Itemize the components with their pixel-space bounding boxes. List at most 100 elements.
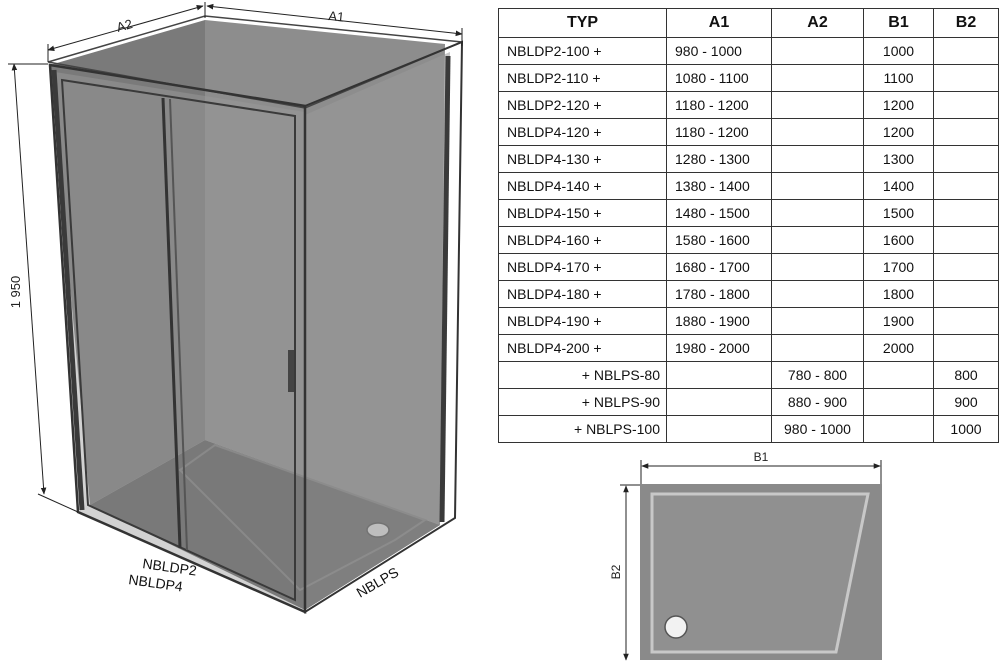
table-cell-a1: 1980 - 2000 xyxy=(666,334,772,362)
table-cell-a1: 1280 - 1300 xyxy=(666,145,772,173)
table-row: NBLDP2-120 +1180 - 1200 1200 xyxy=(498,91,999,119)
table-cell-b1: 2000 xyxy=(863,334,934,362)
table-cell-b1 xyxy=(863,415,934,443)
table-cell-b2 xyxy=(933,37,999,65)
table-cell-a2 xyxy=(771,226,864,254)
dim-a2-label: A2 xyxy=(115,16,134,35)
table-row: NBLDP4-140 +1380 - 1400 1400 xyxy=(498,172,999,200)
door-divider xyxy=(161,97,182,549)
table-cell-b1: 1400 xyxy=(863,172,934,200)
table-cell-typ: + NBLPS-80 xyxy=(498,361,667,389)
table-row: NBLDP2-100 +980 - 1000 1000 xyxy=(498,37,999,65)
left-wall xyxy=(50,20,205,505)
table-cell-typ: + NBLPS-90 xyxy=(498,388,667,416)
dim-b2-label: B2 xyxy=(609,564,623,579)
table-row: NBLDP2-110 +1080 - 1100 1100 xyxy=(498,64,999,92)
table-cell-typ: NBLDP4-200 + xyxy=(498,334,667,362)
table-cell-b2: 800 xyxy=(933,361,999,389)
column-header-b1: B1 xyxy=(863,8,934,38)
table-cell-b1: 1200 xyxy=(863,118,934,146)
table-cell-a2: 980 - 1000 xyxy=(771,415,864,443)
dim-a2-line xyxy=(47,5,204,51)
table-cell-a2 xyxy=(771,253,864,281)
table-cell-b2 xyxy=(933,145,999,173)
table-cell-b2 xyxy=(933,64,999,92)
table-row: NBLDP4-170 +1680 - 1700 1700 xyxy=(498,253,999,281)
table-cell-b1: 1000 xyxy=(863,37,934,65)
table-cell-a2 xyxy=(771,307,864,335)
table-cell-b1: 1800 xyxy=(863,280,934,308)
dim-height-label: 1 950 xyxy=(8,276,23,309)
table-cell-a1: 980 - 1000 xyxy=(666,37,772,65)
table-cell-typ: NBLDP4-140 + xyxy=(498,172,667,200)
dim-height-ext-bottom xyxy=(37,493,79,513)
table-cell-a1: 1080 - 1100 xyxy=(666,64,772,92)
table-cell-a2 xyxy=(771,280,864,308)
front-left-profile xyxy=(51,69,85,511)
table-cell-b2: 900 xyxy=(933,388,999,416)
table-cell-typ: NBLDP4-180 + xyxy=(498,280,667,308)
table-cell-typ: NBLDP2-120 + xyxy=(498,91,667,119)
dim-a1-label: A1 xyxy=(328,8,345,25)
table-cell-a1 xyxy=(666,361,772,389)
side-panel-glass xyxy=(305,52,450,610)
table-cell-b1: 1200 xyxy=(863,91,934,119)
table-cell-b2 xyxy=(933,253,999,281)
table-cell-b2: 1000 xyxy=(933,415,999,443)
table-cell-a1 xyxy=(666,388,772,416)
table-cell-a1: 1580 - 1600 xyxy=(666,226,772,254)
dim-a1-line xyxy=(206,3,463,37)
table-cell-typ: NBLDP4-160 + xyxy=(498,226,667,254)
table-cell-a1 xyxy=(666,415,772,443)
table-cell-a1: 1180 - 1200 xyxy=(666,91,772,119)
shower-tray-plan: B1 B2 xyxy=(609,450,882,661)
column-header-b2: B2 xyxy=(933,8,999,38)
table-row: NBLDP4-160 +1580 - 1600 1600 xyxy=(498,226,999,254)
table-cell-a1: 1380 - 1400 xyxy=(666,172,772,200)
table-cell-a1: 1880 - 1900 xyxy=(666,307,772,335)
table-cell-b1: 1500 xyxy=(863,199,934,227)
table-cell-typ: NBLDP2-110 + xyxy=(498,64,667,92)
table-cell-a2 xyxy=(771,334,864,362)
table-cell-a1: 1680 - 1700 xyxy=(666,253,772,281)
table-cell-typ: NBLDP4-170 + xyxy=(498,253,667,281)
table-cell-b2 xyxy=(933,226,999,254)
table-cell-b1 xyxy=(863,388,934,416)
table-cell-b1 xyxy=(863,361,934,389)
table-cell-b1: 1600 xyxy=(863,226,934,254)
table-cell-typ: NBLDP4-120 + xyxy=(498,118,667,146)
front-frame-inner xyxy=(60,78,296,602)
table-cell-b2 xyxy=(933,334,999,362)
table-cell-b2 xyxy=(933,172,999,200)
shower-enclosure-drawing: A2 A1 1 950 NBLDP2 NBLDP4 NBLPS xyxy=(8,2,464,614)
table-cell-b1: 1100 xyxy=(863,64,934,92)
table-cell-a1: 1480 - 1500 xyxy=(666,199,772,227)
door-label-nbldp2: NBLDP2 xyxy=(142,555,198,578)
table-cell-typ: + NBLPS-100 xyxy=(498,415,667,443)
table-cell-b2 xyxy=(933,199,999,227)
door-label-nbldp4: NBLDP4 xyxy=(128,571,184,594)
dim-height-line xyxy=(11,63,47,495)
table-cell-a2 xyxy=(771,64,864,92)
door-divider-shadow xyxy=(169,98,188,551)
table-row: NBLDP4-200 +1980 - 2000 2000 xyxy=(498,334,999,362)
table-cell-b2 xyxy=(933,118,999,146)
tray-basin xyxy=(650,492,870,654)
table-cell-typ: NBLDP4-130 + xyxy=(498,145,667,173)
side-panel-frame xyxy=(304,40,464,614)
table-cell-a2 xyxy=(771,118,864,146)
table-cell-b1: 1700 xyxy=(863,253,934,281)
tray-drain-icon xyxy=(664,615,688,639)
table-cell-a2 xyxy=(771,37,864,65)
column-header-typ: TYP xyxy=(498,8,667,38)
column-header-a2: A2 xyxy=(771,8,864,38)
table-row: + NBLPS-100 980 - 1000 1000 xyxy=(498,415,999,443)
table-cell-typ: NBLDP2-100 + xyxy=(498,37,667,65)
table-cell-typ: NBLDP4-190 + xyxy=(498,307,667,335)
